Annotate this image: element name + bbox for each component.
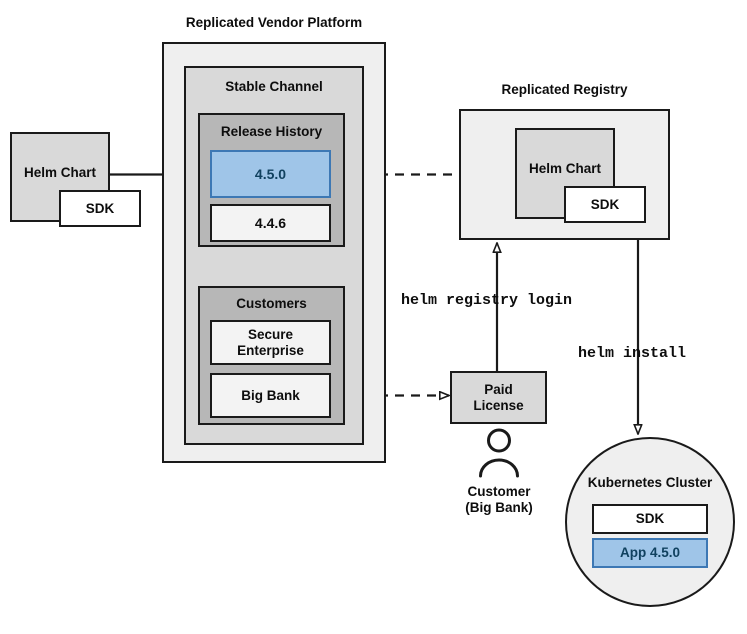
customer-actor-label: Customer (Big Bank) (434, 484, 564, 516)
platform-title: Replicated Vendor Platform (185, 15, 363, 30)
customer-actor-line1: Customer (467, 484, 531, 499)
release-version-label: 4.5.0 (254, 165, 287, 182)
release-version-label: 4.4.6 (254, 214, 287, 231)
customer-name-line2: Enterprise (237, 342, 304, 358)
release-history-label: Release History (220, 124, 323, 139)
command-helm-install: helm install (578, 345, 687, 362)
source-helm-chart-label: Helm Chart (23, 165, 96, 180)
paid-license-line2: License (473, 397, 524, 413)
customer-actor-line2: (Big Bank) (465, 500, 533, 516)
cluster-item-app[interactable]: App 4.5.0 (592, 538, 708, 568)
release-item-4-5-0[interactable]: 4.5.0 (210, 150, 331, 198)
registry-sdk-label: SDK (590, 196, 620, 212)
customer-item-secure-enterprise[interactable]: Secure Enterprise (210, 320, 331, 365)
cluster-item-sdk[interactable]: SDK (592, 504, 708, 534)
cluster-item-label: SDK (635, 511, 665, 527)
registry-helm-chart-label: Helm Chart (528, 161, 601, 176)
customers-label: Customers (236, 296, 307, 311)
release-item-4-4-6[interactable]: 4.4.6 (210, 204, 331, 242)
source-sdk-label: SDK (85, 200, 115, 216)
registry-title: Replicated Registry (501, 82, 628, 97)
registry-helm-chart-sdk[interactable]: SDK (564, 186, 646, 223)
customer-item-big-bank[interactable]: Big Bank (210, 373, 331, 418)
paid-license-line1: Paid (484, 381, 513, 397)
command-helm-registry-login: helm registry login (401, 292, 573, 309)
source-helm-chart-sdk[interactable]: SDK (59, 190, 141, 227)
stable-channel-label: Stable Channel (225, 79, 323, 94)
kubernetes-cluster-title: Kubernetes Cluster (587, 475, 713, 490)
cluster-item-label: App 4.5.0 (619, 545, 681, 561)
customer-name-line1: Big Bank (241, 387, 300, 403)
paid-license-box[interactable]: Paid License (450, 371, 547, 424)
customer-name-line1: Secure (247, 326, 294, 342)
person-icon (479, 428, 519, 478)
